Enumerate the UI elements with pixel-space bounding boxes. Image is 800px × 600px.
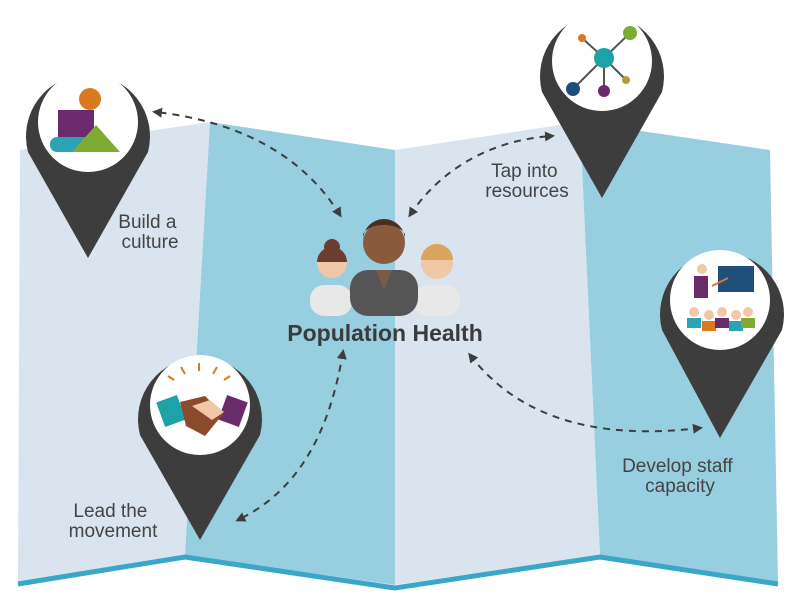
audience <box>687 307 755 331</box>
pin-build-culture <box>25 72 150 258</box>
label-tap-resources: Tap into resources <box>485 161 568 202</box>
label-build-culture: Build a culture <box>118 212 181 253</box>
label-lead-movement: Lead the movement <box>69 501 158 542</box>
handshake-icon <box>156 363 248 436</box>
label-lead-movement-line-2: movement <box>69 521 158 542</box>
network-icon <box>566 26 637 97</box>
building-blocks-icon <box>50 88 120 152</box>
pin-develop-capacity <box>659 250 784 438</box>
training-icon <box>687 264 755 331</box>
arrow-culture <box>152 107 342 218</box>
center-title: Population Health <box>287 320 483 346</box>
label-tap-resources-line-1: Tap into <box>491 161 558 182</box>
map-bottom-edge <box>17 554 779 591</box>
arrow-resources <box>408 131 555 218</box>
people-group-icon <box>310 219 460 316</box>
arrow-capacity <box>468 352 703 434</box>
label-build-culture-line-2: culture <box>121 232 178 253</box>
label-lead-movement-line-1: Lead the <box>73 501 147 522</box>
label-tap-resources-line-2: resources <box>485 181 568 202</box>
map-panel-2 <box>185 122 395 585</box>
label-develop-capacity: Develop staff capacity <box>622 456 738 497</box>
connector-arrows <box>152 107 703 522</box>
pin-tap-resources <box>540 11 664 199</box>
label-build-culture-line-1: Build a <box>118 212 177 233</box>
label-develop-capacity-line-1: Develop staff <box>622 456 733 477</box>
arrow-movement <box>235 349 347 522</box>
pin-lead-movement <box>137 355 262 540</box>
label-develop-capacity-line-2: capacity <box>645 476 715 497</box>
